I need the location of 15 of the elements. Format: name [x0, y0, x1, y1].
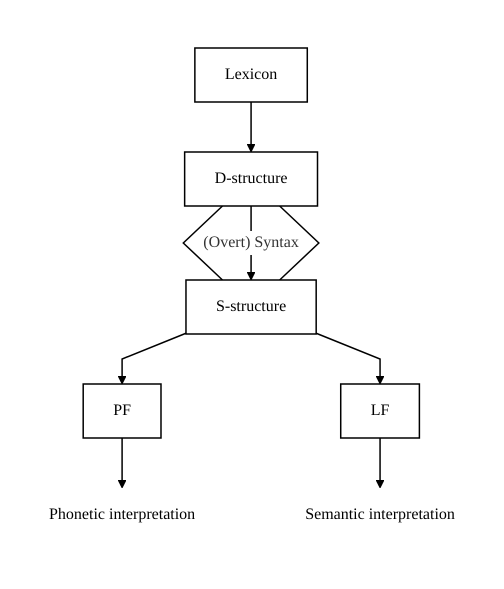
arrow [246, 102, 256, 152]
arrow [316, 332, 384, 384]
node-box: LF [340, 382, 420, 438]
arrow [376, 438, 384, 488]
arrow [118, 438, 127, 488]
node-text: Semantic interpretation [305, 506, 455, 522]
arrow [118, 332, 186, 384]
node-box: Lexicon [194, 46, 308, 102]
connector [182, 204, 224, 280]
node-box: S-structure [185, 278, 317, 334]
connector [279, 204, 320, 280]
edge-label: (Overt) Syntax [203, 234, 299, 250]
node-box: PF [82, 382, 162, 438]
node-text: Phonetic interpretation [49, 506, 196, 522]
node-box: D-structure [184, 150, 318, 206]
